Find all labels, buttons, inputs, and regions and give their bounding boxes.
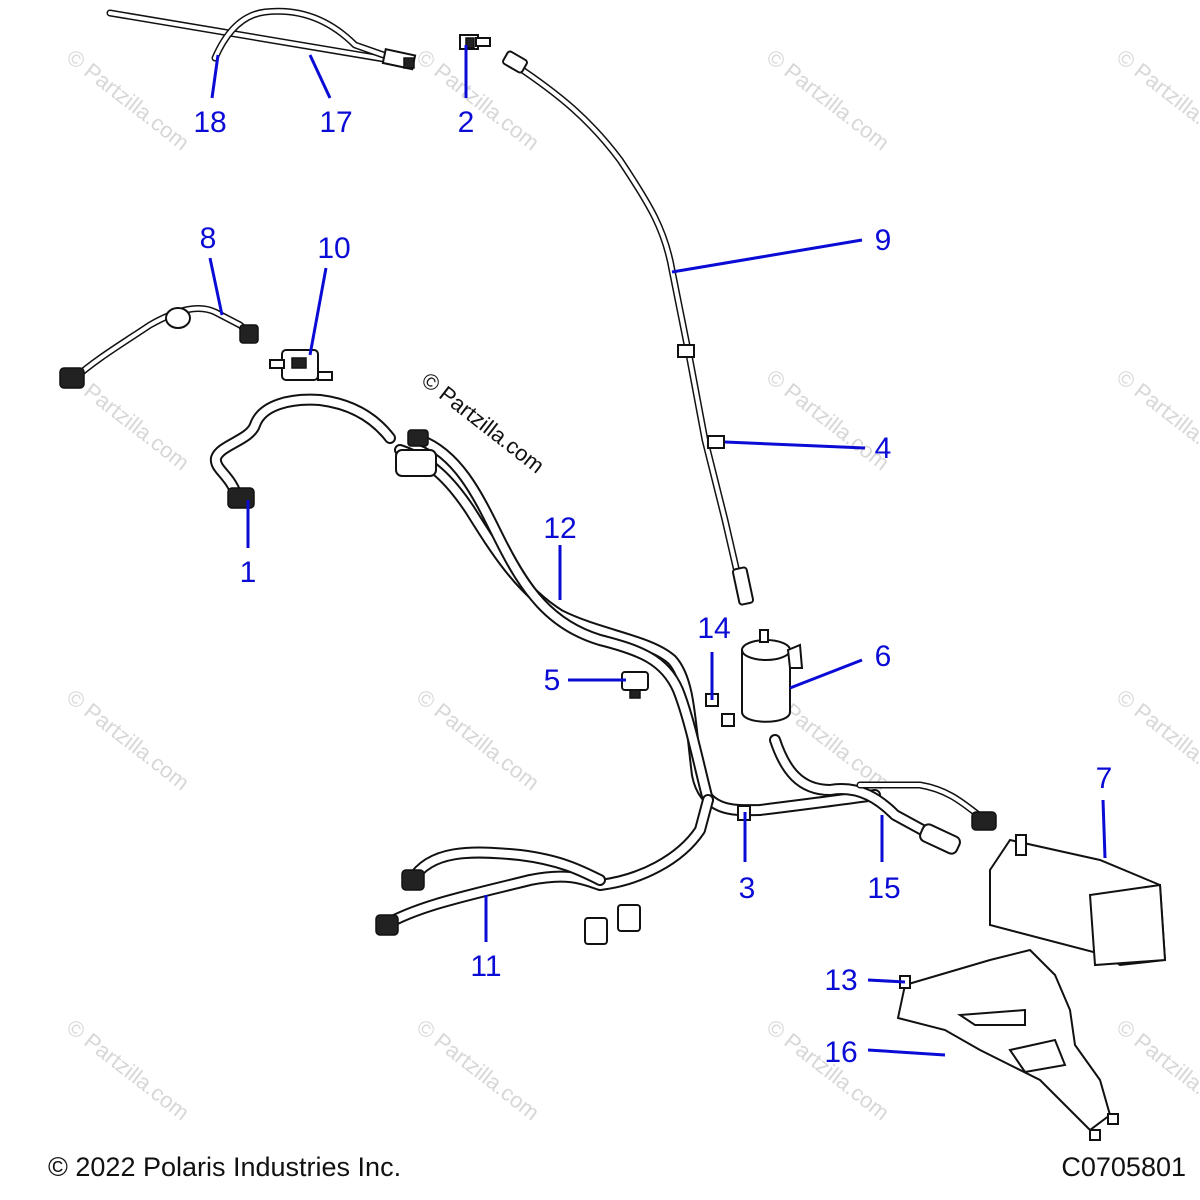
callout-8: 8 [200, 222, 217, 255]
callout-16: 16 [824, 1036, 857, 1069]
watermark-tile: © Partzilla.com [1112, 1014, 1200, 1125]
watermark-tile: © Partzilla.com [62, 684, 194, 795]
callout-7: 7 [1096, 762, 1113, 795]
callout-6: 6 [875, 640, 892, 673]
watermark-tile: © Partzilla.com [412, 684, 544, 795]
watermark-tile: © Partzilla.com [62, 1014, 194, 1125]
filter-6 [741, 629, 804, 723]
vent-lines-17-18 [106, 7, 417, 71]
hose-assembly-11 [375, 794, 714, 945]
callout-1: 1 [240, 556, 257, 589]
callout-14: 14 [697, 612, 730, 645]
evap-canister-7 [989, 834, 1167, 967]
vent-hose-9 [502, 50, 755, 606]
callout-3: 3 [739, 872, 756, 905]
watermark-tile: © Partzilla.com [762, 1014, 894, 1125]
callout-13: 13 [824, 964, 857, 997]
callout-11: 11 [470, 950, 501, 983]
hose-clip-4 [677, 344, 695, 358]
callout-4: 4 [875, 432, 892, 465]
callout-17: 17 [319, 106, 352, 139]
watermark-tile: © Partzilla.com [762, 44, 894, 155]
clip-5 [621, 671, 649, 699]
watermark-tile: © Partzilla.com [1112, 44, 1200, 155]
callout-9: 9 [875, 224, 892, 257]
line-assembly-8 [59, 304, 259, 389]
hose-clip-4 [707, 435, 725, 449]
watermark-tile: © Partzilla.com [62, 44, 194, 155]
fasteners-14 [705, 693, 735, 727]
callout-5: 5 [544, 664, 561, 697]
callout-15: 15 [867, 872, 900, 905]
callout-2: 2 [458, 106, 475, 139]
callout-10: 10 [317, 232, 350, 265]
watermark-tile: © Partzilla.com [1112, 364, 1200, 475]
copyright-notice: © 2022 Polaris Industries Inc. [48, 1152, 402, 1182]
callout-12: 12 [543, 512, 576, 545]
watermark-tile: © Partzilla.com [1112, 684, 1200, 795]
heat-shield-16 [896, 948, 1119, 1141]
hose-assembly-12 [209, 393, 881, 817]
purge-valve-10 [269, 349, 333, 381]
leader-lines [208, 45, 1107, 1057]
watermark-tile: © Partzilla.com [412, 1014, 544, 1125]
callout-18: 18 [193, 106, 226, 139]
figure-id: C0705801 [1061, 1152, 1186, 1182]
callout-labels: 1 2 3 4 5 6 7 8 9 10 11 12 13 14 15 16 1… [193, 106, 1112, 1069]
hose-15 [769, 734, 997, 855]
